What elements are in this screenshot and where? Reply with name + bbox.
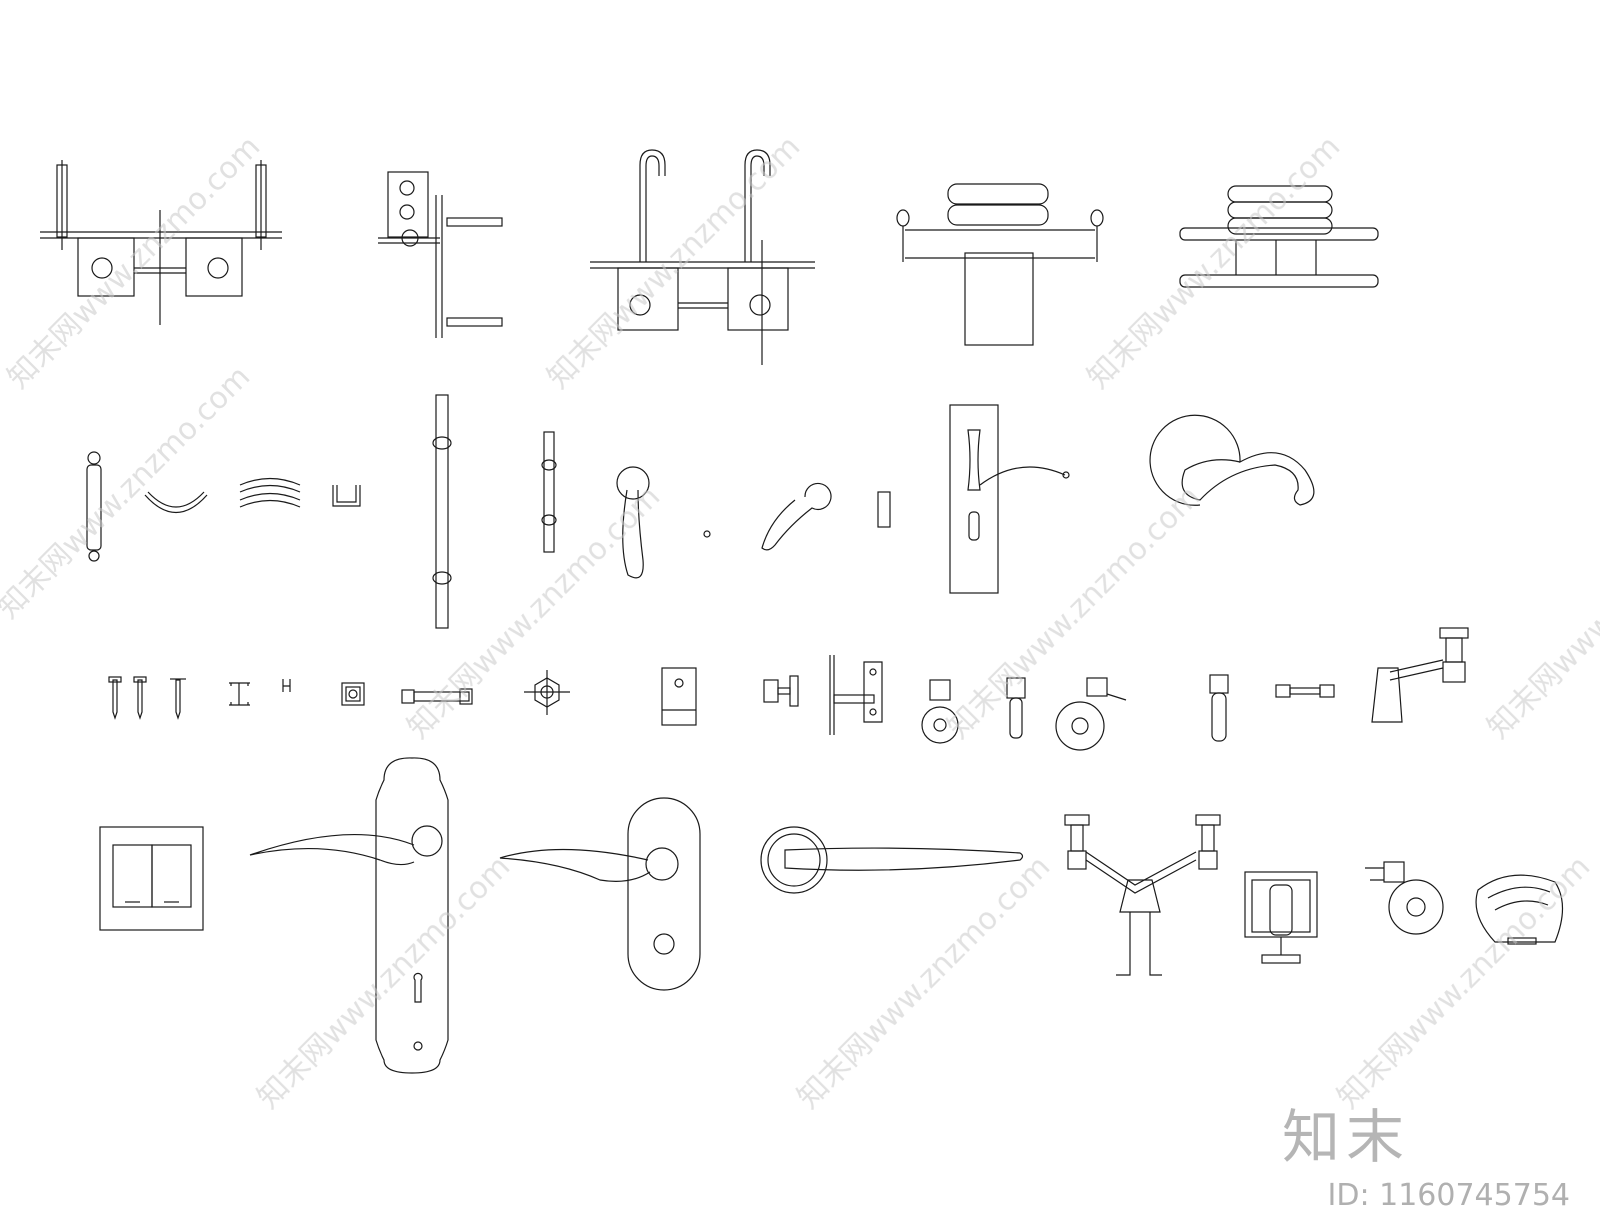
sliding-wheel — [1244, 871, 1318, 964]
long-bar-handle — [432, 394, 452, 629]
svg-text:知末网www.znzmo.com: 知末网www.znzmo.com — [1, 129, 267, 395]
i-profile — [229, 682, 250, 706]
double-switch — [99, 826, 204, 931]
asset-id-label: ID: 1160745754 — [1327, 1178, 1570, 1213]
pop-up-drain — [1371, 627, 1469, 723]
svg-text:知末网www.znzmo.com: 知末网www.znzmo.com — [941, 479, 1207, 745]
double-drain-fitting — [1064, 814, 1221, 976]
svg-text:知末网www.znzmo.com: 知末网www.znzmo.com — [1331, 849, 1597, 1115]
caster-c — [1055, 677, 1127, 751]
square-nut — [341, 682, 365, 706]
h-profile — [282, 679, 291, 692]
curved-lever — [761, 482, 832, 551]
watermark-layer: 知末网www.znzmo.com 知末网www.znzmo.com 知末网www… — [0, 129, 1600, 1115]
anchor-bolt — [1275, 684, 1335, 698]
scroll-handle — [1149, 414, 1315, 506]
rose-lever-handle — [760, 826, 1024, 894]
brand-logo: 知末 — [1281, 1103, 1410, 1171]
knob — [763, 675, 799, 707]
caster-b — [1006, 677, 1026, 739]
svg-text:知末网www.znzmo.com: 知末网www.znzmo.com — [401, 479, 667, 745]
bead-handle — [86, 451, 102, 562]
svg-text:知末网www.znzmo.com: 知末网www.znzmo.com — [0, 359, 257, 625]
caster-e — [1365, 861, 1444, 935]
screws — [108, 676, 186, 720]
slot-pull — [877, 491, 891, 528]
lock-block — [661, 667, 697, 726]
shell-knob — [1475, 874, 1564, 945]
threaded-bolt — [401, 688, 473, 705]
caster-d — [1209, 674, 1229, 742]
curved-slats — [239, 477, 301, 508]
svg-text:知末网www.znzmo.com: 知末网www.znzmo.com — [791, 849, 1057, 1115]
hinge — [829, 655, 883, 735]
plate-lever-handle — [949, 404, 1070, 594]
bow-handle — [144, 491, 208, 514]
clamp-bracket-hooks — [590, 149, 815, 365]
svg-text:知末网www.znzmo.com: 知末网www.znzmo.com — [251, 849, 517, 1115]
oval-plate-handle — [499, 797, 701, 991]
towel-rack — [896, 183, 1104, 346]
angle-bracket — [378, 171, 503, 338]
u-clip — [332, 485, 361, 507]
lever-rose — [616, 466, 650, 579]
small-dot — [703, 530, 711, 538]
short-bar-handle — [541, 431, 557, 553]
towel-shelf — [1179, 185, 1379, 288]
long-plate-handle — [249, 757, 449, 1074]
caster-a — [921, 679, 959, 744]
svg-text:知末网www.znzmo.com: 知末网www.znzmo.com — [1081, 129, 1347, 395]
hex-nut — [524, 670, 570, 715]
svg-text:知末网www.znzmo.com: 知末网www.znzmo.com — [1481, 479, 1600, 745]
clamp-bracket-a — [40, 160, 282, 325]
